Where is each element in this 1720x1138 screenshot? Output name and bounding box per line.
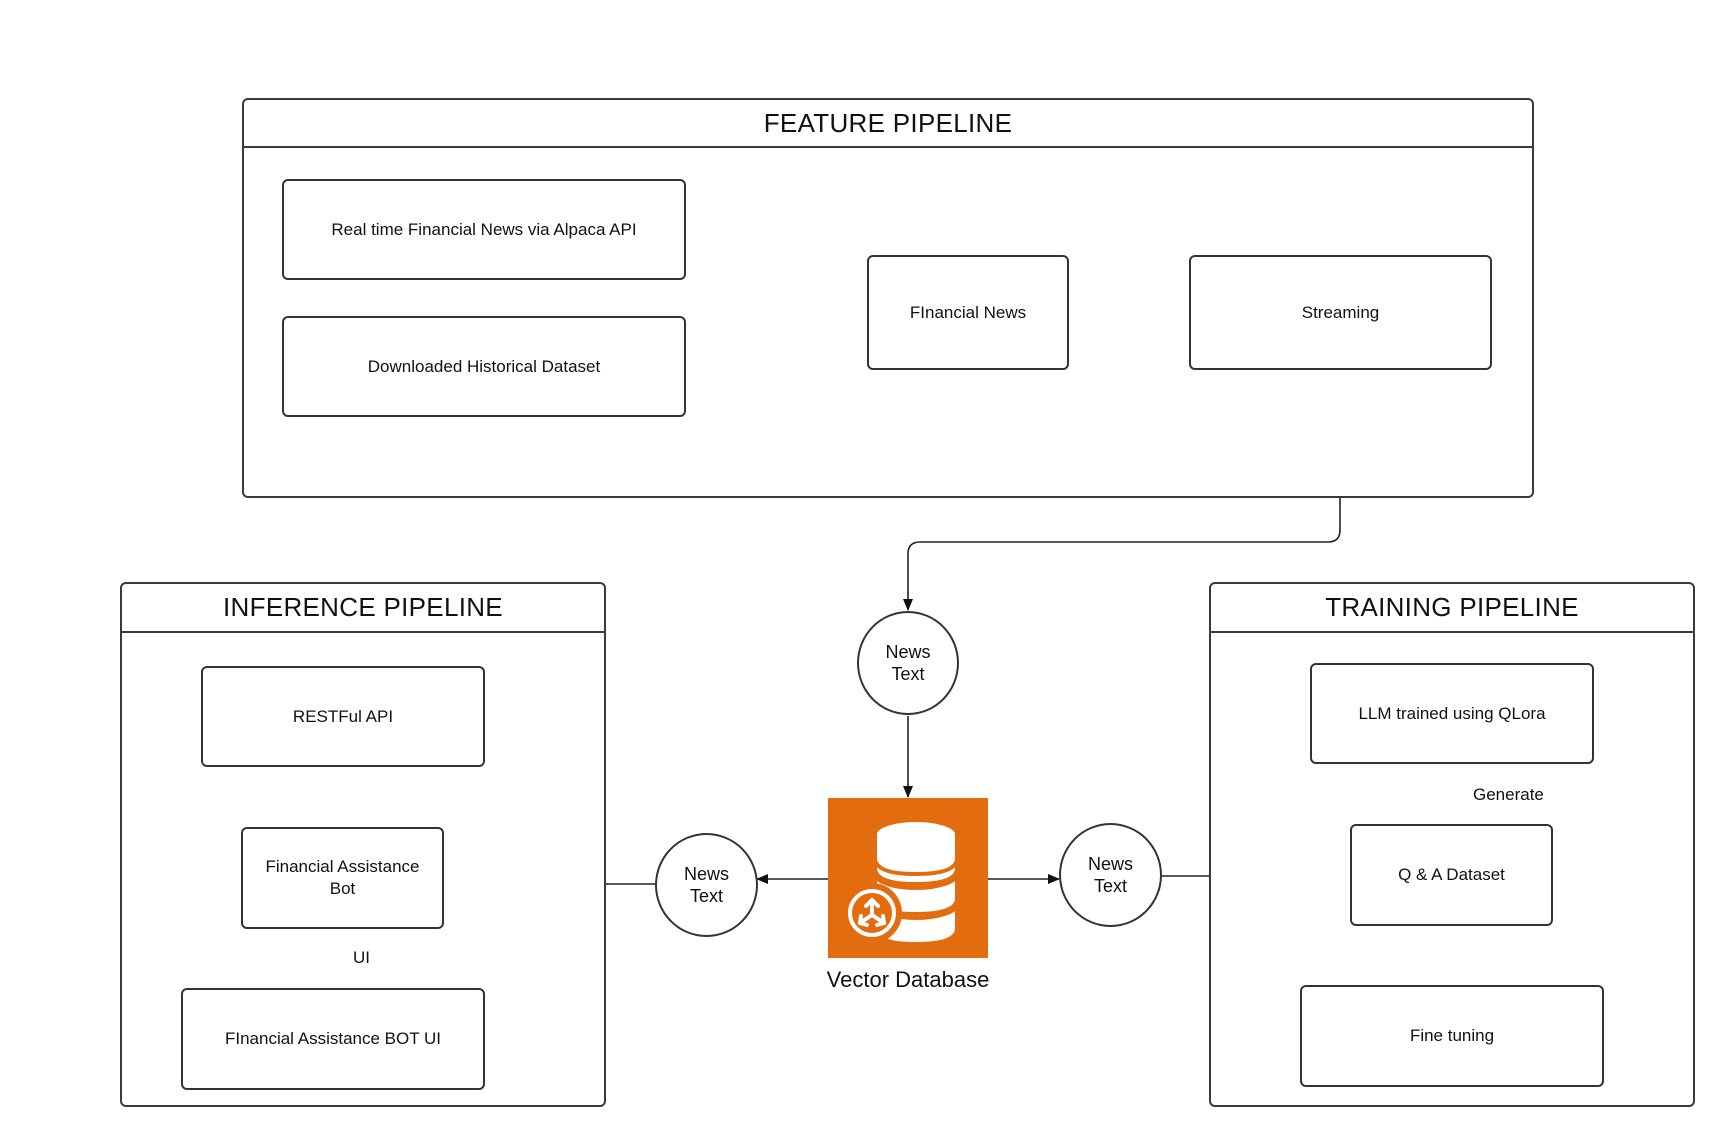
inference-pipeline-title: INFERENCE PIPELINE <box>122 584 604 633</box>
financial-news-node[interactable]: FInancial News <box>867 255 1069 370</box>
streaming-node[interactable]: Streaming <box>1189 255 1492 370</box>
realtime-news-node[interactable]: Real time Financial News via Alpaca API <box>282 179 686 280</box>
news-text-top-circle[interactable]: News Text <box>857 611 959 715</box>
assistance-bot-node[interactable]: Financial Assistance Bot <box>241 827 444 929</box>
vector-database-block[interactable] <box>828 798 988 958</box>
restful-api-node[interactable]: RESTFul API <box>201 666 485 767</box>
generate-edge-label: Generate <box>1473 785 1544 804</box>
training-pipeline-title: TRAINING PIPELINE <box>1211 584 1693 633</box>
fine-tuning-node[interactable]: Fine tuning <box>1300 985 1604 1087</box>
ui-edge-label: UI <box>353 948 370 967</box>
llm-qlora-node[interactable]: LLM trained using QLora <box>1310 663 1594 764</box>
news-text-left-circle[interactable]: News Text <box>655 833 758 937</box>
news-text-right-circle[interactable]: News Text <box>1059 823 1162 927</box>
bot-ui-node[interactable]: FInancial Assistance BOT UI <box>181 988 485 1090</box>
qa-dataset-node[interactable]: Q & A Dataset <box>1350 824 1553 926</box>
database-icon <box>842 818 959 947</box>
feature-pipeline-title: FEATURE PIPELINE <box>244 100 1532 148</box>
edge-streaming-to-newstext <box>903 370 1341 611</box>
vector-database-caption: Vector Database <box>826 967 990 992</box>
historical-dataset-node[interactable]: Downloaded Historical Dataset <box>282 316 686 417</box>
